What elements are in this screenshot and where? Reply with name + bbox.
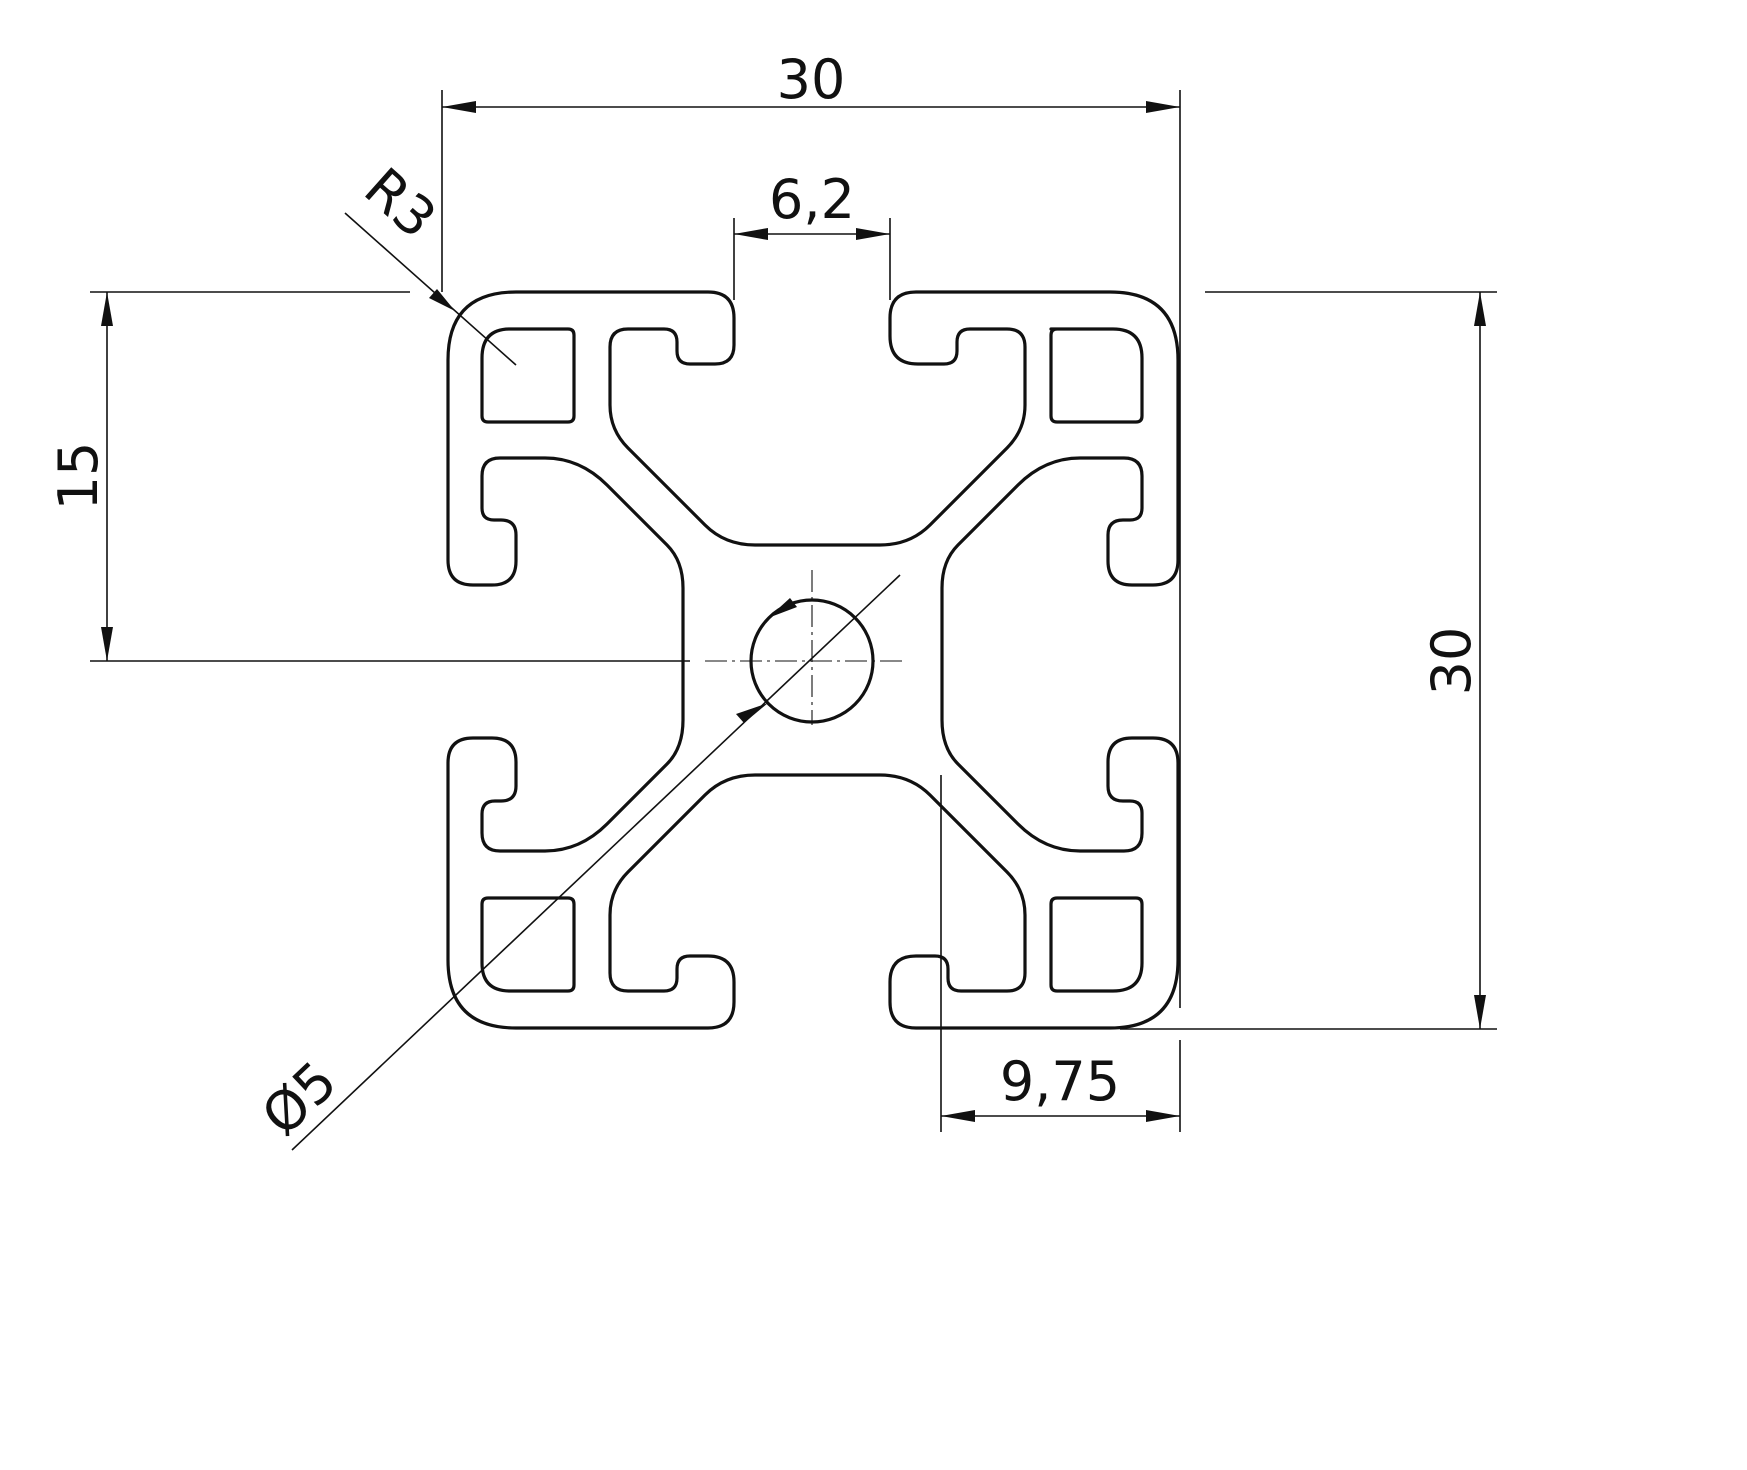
- dimension-lines: [90, 90, 1497, 1151]
- chamber-bottom-left: [480, 896, 576, 993]
- chamber-top-right: [1049, 327, 1144, 424]
- arrow-head: [101, 292, 113, 326]
- arrow-head: [1474, 292, 1486, 326]
- arrow-head: [1146, 1110, 1180, 1122]
- radius-leader-line: [344, 212, 517, 366]
- arrow-head: [736, 703, 768, 723]
- arrow-head: [1146, 101, 1180, 113]
- arrow-head: [429, 289, 455, 311]
- arrow-head: [442, 101, 476, 113]
- half-height-label: 15: [47, 442, 110, 511]
- slot-opening-label: 6,2: [769, 168, 855, 231]
- chamber-top-left: [480, 327, 576, 424]
- arrow-head: [1474, 995, 1486, 1029]
- arrow-head: [101, 627, 113, 661]
- corner-radius-label: R3: [352, 156, 448, 251]
- chamber-bottom-right: [1049, 896, 1144, 993]
- diameter-leader-line: [291, 574, 901, 1151]
- profile-section: [446, 290, 1180, 1030]
- slot-offset-label: 9,75: [1000, 1050, 1120, 1113]
- overall-width-label: 30: [777, 48, 846, 111]
- arrow-head: [856, 228, 890, 240]
- core-hole-diameter-label: Ø5: [250, 1049, 349, 1148]
- arrow-head: [941, 1110, 975, 1122]
- overall-height-label: 30: [1420, 627, 1483, 696]
- dimension-labels: 30 6,2 R3 15 30 Ø5 9,75: [47, 48, 1483, 1148]
- arrow-head: [734, 228, 768, 240]
- profile-outer-contour: [446, 290, 1180, 1030]
- center-lines: [705, 570, 905, 725]
- arrow-head: [768, 598, 797, 618]
